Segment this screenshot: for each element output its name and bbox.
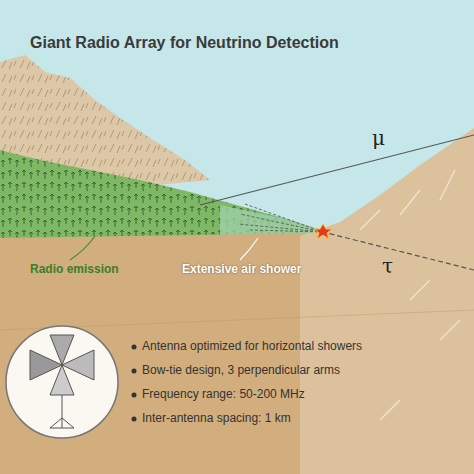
leader-line [70, 236, 95, 260]
right-mountain [300, 128, 474, 474]
bullet-text: Inter-antenna spacing: 1 km [142, 411, 291, 425]
bullet-dots [132, 345, 137, 422]
mountain-texture [360, 170, 460, 420]
tau-symbol: τ [382, 254, 393, 278]
radio-label: Radio emission [30, 262, 119, 276]
bullet-text: Frequency range: 50-200 MHz [142, 387, 305, 401]
decay-star [314, 224, 332, 239]
muon-track [200, 135, 474, 205]
shower-label: Extensive air shower [182, 262, 301, 276]
leader-line [240, 238, 258, 260]
antenna-inset [6, 326, 118, 438]
shower-lines [238, 204, 323, 232]
bowtie-antenna [30, 335, 94, 428]
diagram-title: Giant Radio Array for Neutrino Detection [30, 34, 339, 52]
tau-track [323, 232, 474, 270]
tree-marks [0, 150, 330, 240]
bullet-text: Bow-tie design, 3 perpendicular arms [142, 363, 340, 377]
muon-symbol: μ [372, 126, 385, 150]
forest-slope [0, 150, 330, 240]
bullet-text: Antenna optimized for horizontal showers [142, 339, 362, 353]
